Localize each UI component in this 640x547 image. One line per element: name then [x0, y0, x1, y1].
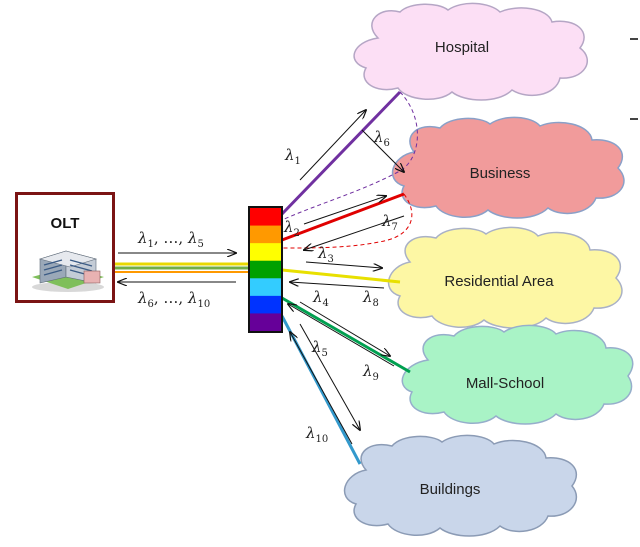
- label-l5: λ5: [311, 338, 328, 359]
- label-l2: λ2: [283, 218, 300, 239]
- cloud-label: Mall-School: [466, 375, 544, 392]
- label-l4: λ4: [312, 288, 329, 309]
- label-l9: λ9: [362, 362, 379, 383]
- cloud-hospital: Hospital: [353, 2, 589, 101]
- splitter-band: [250, 295, 281, 314]
- splitter-band: [250, 313, 281, 332]
- label-l3: λ3: [317, 244, 334, 265]
- label-l10: λ10: [305, 424, 328, 445]
- building-icon: [32, 250, 104, 292]
- business-return-path: [281, 193, 413, 249]
- feeder-fiber: [112, 262, 250, 273]
- cloud-mall-school: Mall-School: [401, 324, 634, 425]
- arrow-l6: [361, 129, 404, 172]
- wavelength-splitter: [250, 208, 281, 332]
- arrow-l8: [290, 282, 385, 289]
- margin-mark: [630, 118, 638, 120]
- arrow-l9: [288, 304, 395, 367]
- hospital-return-path: [281, 91, 418, 221]
- arrow-l10: [290, 332, 353, 445]
- splitter-band: [250, 260, 281, 279]
- splitter-frame: [248, 206, 283, 333]
- label-l1: λ1: [284, 146, 301, 167]
- cloud-label: Business: [470, 165, 531, 182]
- arrow-l5: [299, 323, 360, 430]
- splitter-band: [250, 278, 281, 297]
- splitter-band: [250, 243, 281, 262]
- arrow-l4: [299, 301, 390, 356]
- branch-wavelength-labels: λ1 λ6 λ2 λ7 λ3 λ8 λ4 λ9 λ5 λ10: [283, 128, 398, 445]
- label-l6: λ6: [373, 128, 390, 149]
- arrow-l7: [304, 215, 405, 250]
- arrow-l3: [305, 261, 382, 268]
- cloud-business: Business: [391, 116, 625, 219]
- cloud-shape: [391, 116, 625, 219]
- cloud-shape: [401, 324, 634, 425]
- splitter-band: [250, 225, 281, 244]
- cloud-label: Buildings: [420, 481, 481, 498]
- building-annex: [83, 270, 101, 284]
- cloud-buildings: Buildings: [343, 434, 578, 537]
- cloud-label: Residential Area: [444, 273, 554, 290]
- building-windows: [43, 259, 93, 277]
- mall-school-fiber: [281, 296, 411, 374]
- cloud-shape: [343, 434, 578, 537]
- arrow-l2: [303, 196, 386, 225]
- residential-fiber: [281, 268, 401, 284]
- hospital-fiber: [280, 90, 402, 216]
- downstream-wavelength-label: λ1, …, λ5: [137, 229, 204, 250]
- cloud-shape: [353, 2, 589, 101]
- cloud-residential: Residential Area: [387, 226, 623, 329]
- label-l7: λ7: [381, 212, 398, 233]
- direction-arrows: [288, 110, 405, 445]
- splitter-band: [250, 208, 281, 227]
- upstream-wavelength-label: λ6, …, λ10: [137, 289, 210, 310]
- arrow-l1: [299, 110, 366, 181]
- cloud-shape: [387, 226, 623, 329]
- olt-label: OLT: [50, 215, 80, 232]
- olt-box: OLT: [15, 192, 115, 303]
- cloud-label: Hospital: [435, 39, 489, 56]
- label-l8: λ8: [362, 288, 379, 309]
- margin-mark: [630, 38, 638, 40]
